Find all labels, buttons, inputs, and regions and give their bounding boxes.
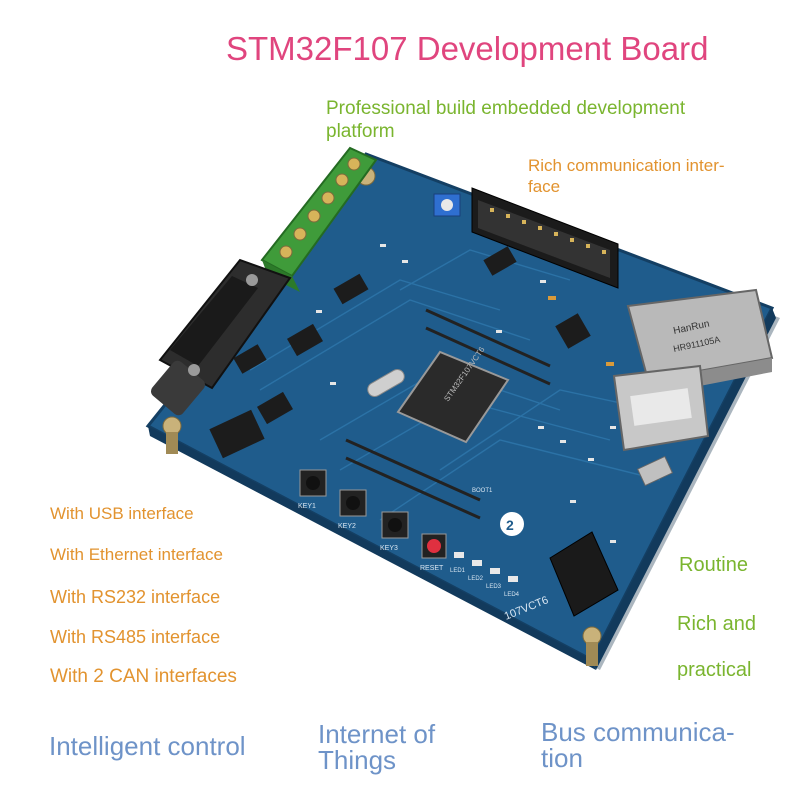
label-bus-line1: Bus communica- [541, 717, 735, 747]
interface-rs485: With RS485 interface [50, 627, 221, 647]
interface-can: With 2 CAN interfaces [50, 666, 237, 687]
label-rich-and: Rich and [677, 613, 756, 635]
mini-usb-port [636, 455, 674, 487]
feature-rich-communication: Rich communication inter- face [528, 155, 725, 197]
page-title: STM32F107 Development Board [226, 30, 709, 67]
boot-label: BOOT1 [472, 488, 493, 494]
feature-professional-platform: Professional build embedded development … [326, 97, 685, 143]
power-jack [549, 531, 619, 617]
label-routine: Routine [679, 554, 748, 576]
led-row: LED1 LED2 LED3 LED4 [450, 552, 520, 598]
label-iot-line2: Things [318, 745, 397, 775]
led-label: LED3 [486, 584, 502, 590]
development-board-image: STM32F107VCT6 HanRun HR911105A [140, 140, 780, 680]
label-internet-of-things: Internet of Things [318, 721, 435, 773]
led-label: LED1 [450, 568, 466, 574]
key-label: KEY3 [380, 545, 398, 552]
interface-rs232: With RS232 interface [50, 587, 221, 607]
crystal [367, 369, 405, 397]
label-bus-line2: tion [541, 743, 583, 773]
key-label: KEY2 [338, 523, 356, 530]
key-buttons: KEY1 KEY2 KEY3 RESET [298, 469, 447, 572]
interface-ethernet: With Ethernet interface [50, 545, 223, 564]
label-practical: practical [677, 659, 752, 681]
feature-professional-line2: platform [326, 121, 395, 142]
feature-rich-comm-line2: face [528, 177, 561, 196]
interface-usb: With USB interface [50, 504, 194, 523]
led-label: LED2 [468, 576, 484, 582]
label-intelligent-control: Intelligent control [49, 731, 246, 761]
svg-text:2: 2 [506, 517, 514, 533]
rs232-db9-connector [150, 258, 292, 416]
board-svg: STM32F107VCT6 HanRun HR911105A [145, 146, 780, 670]
feature-rich-comm-line1: Rich communication inter- [528, 156, 725, 175]
key-label: KEY1 [298, 503, 316, 510]
feature-professional-line1: Professional build embedded development [326, 98, 686, 119]
label-iot-line1: Internet of [318, 719, 436, 749]
jtag-header [471, 187, 619, 289]
usb-a-port [612, 364, 710, 452]
pin-header [345, 438, 481, 520]
led-label: LED4 [504, 592, 520, 598]
pin-header-small [209, 409, 265, 459]
brand-logo [500, 512, 524, 536]
pin-header [425, 308, 551, 386]
label-bus-communication: Bus communica- tion [541, 719, 735, 771]
reset-label: RESET [420, 565, 444, 572]
